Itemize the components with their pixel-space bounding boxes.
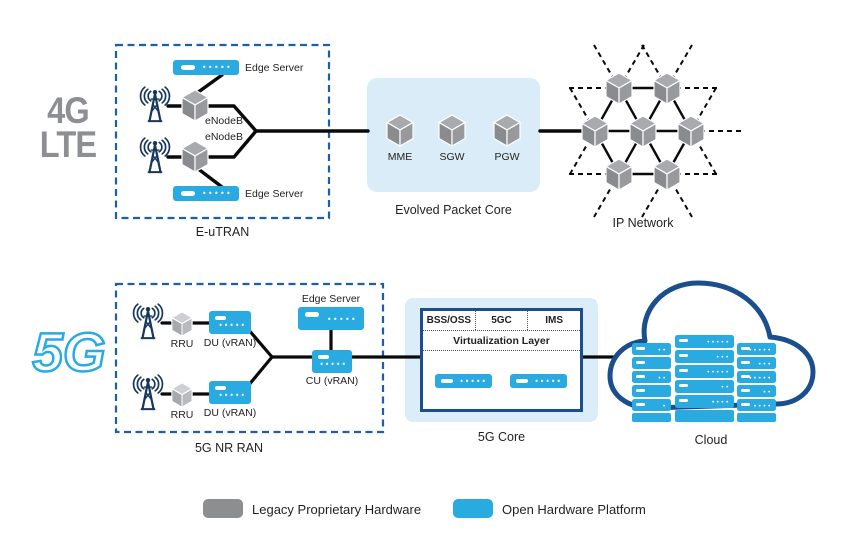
rack-unit bbox=[632, 399, 671, 411]
enodeb-label: eNodeB bbox=[205, 115, 243, 127]
ip-node-cube-icon bbox=[677, 115, 705, 148]
ims-cell: IMS bbox=[527, 311, 580, 330]
ip-network-label: IP Network bbox=[612, 216, 674, 230]
rru-label: RRU bbox=[170, 338, 194, 350]
open-hardware-legend-label: Open Hardware Platform bbox=[502, 502, 646, 517]
ip-node-cube-icon bbox=[653, 72, 681, 105]
server-dots bbox=[218, 322, 246, 330]
mme-label: MME bbox=[387, 151, 413, 163]
rack-base bbox=[675, 410, 734, 422]
rack-unit bbox=[632, 343, 671, 355]
cu-server-icon bbox=[312, 350, 352, 373]
edge-server-label: Edge Server bbox=[301, 293, 361, 305]
rru-cube-icon bbox=[171, 382, 193, 408]
core-server-icon bbox=[510, 374, 567, 388]
lte-title-line2: LTE bbox=[39, 124, 97, 166]
server-led-bar bbox=[215, 315, 226, 320]
cloud-rack-middle bbox=[675, 335, 734, 422]
server-led-bar bbox=[441, 379, 453, 383]
edge-server-icon bbox=[298, 307, 364, 330]
server-dots bbox=[202, 190, 232, 198]
server-dots bbox=[202, 64, 232, 72]
du-server-icon bbox=[209, 311, 251, 334]
lte-title-line1: 4G bbox=[47, 90, 90, 131]
rack-unit bbox=[737, 385, 776, 397]
ip-node-cube-icon bbox=[605, 158, 633, 191]
mme-cube-icon bbox=[386, 114, 414, 147]
nr-ran-label: 5G NR RAN bbox=[194, 441, 264, 455]
cell-tower-icon bbox=[132, 303, 164, 340]
rack-unit bbox=[737, 343, 776, 355]
rack-unit bbox=[632, 357, 671, 369]
virtualization-layer-row: Virtualization Layer bbox=[423, 331, 580, 351]
server-led-bar bbox=[516, 379, 528, 383]
server-dots bbox=[319, 361, 347, 369]
edge-server-icon bbox=[173, 186, 239, 201]
rru-label: RRU bbox=[170, 409, 194, 421]
cell-tower-icon bbox=[139, 86, 171, 123]
ip-node-cube-icon bbox=[581, 115, 609, 148]
rack-unit bbox=[737, 357, 776, 369]
ip-node-cube-icon bbox=[629, 115, 657, 148]
du-server-icon bbox=[209, 381, 251, 404]
cell-tower-icon bbox=[139, 137, 171, 174]
server-dots bbox=[534, 378, 562, 386]
lte-title: 4G LTE bbox=[28, 90, 109, 166]
rack-base bbox=[737, 413, 776, 422]
du-label: DU (vRAN) bbox=[203, 337, 257, 349]
cloud-rack-left bbox=[632, 343, 671, 422]
sgw-cube-icon bbox=[438, 114, 466, 147]
edge-server-icon bbox=[173, 60, 239, 75]
fiveg-core-stack: BSS/OSS 5GC IMS Virtualization Layer bbox=[420, 308, 583, 412]
ip-node-cube-icon bbox=[653, 158, 681, 191]
edge-server-label: Edge Server bbox=[245, 188, 304, 200]
enodeb-label: eNodeB bbox=[205, 131, 243, 143]
open-hardware-swatch bbox=[453, 499, 493, 518]
rack-unit bbox=[675, 365, 734, 378]
rack-unit bbox=[737, 371, 776, 383]
eutran-label: E-uTRAN bbox=[195, 225, 250, 239]
legacy-hardware-swatch bbox=[203, 499, 243, 518]
edge-server-label: Edge Server bbox=[245, 62, 304, 74]
bss-oss-cell: BSS/OSS bbox=[426, 315, 472, 326]
server-dots bbox=[459, 378, 487, 386]
core-server-icon bbox=[435, 374, 492, 388]
pgw-label: PGW bbox=[494, 151, 520, 163]
fivegc-cell: 5GC bbox=[474, 311, 528, 330]
server-dots bbox=[327, 316, 357, 324]
rack-unit bbox=[675, 335, 734, 348]
legacy-hardware-legend-label: Legacy Proprietary Hardware bbox=[252, 502, 422, 517]
server-led-bar bbox=[181, 65, 195, 70]
fiveg-core-label: 5G Core bbox=[477, 430, 526, 444]
cell-tower-icon bbox=[132, 374, 164, 411]
pgw-cube-icon bbox=[493, 114, 521, 147]
server-led-bar bbox=[305, 312, 319, 317]
enodeb-cube-icon bbox=[181, 140, 209, 173]
cu-label: CU (vRAN) bbox=[305, 375, 359, 387]
rack-unit bbox=[632, 385, 671, 397]
rack-unit bbox=[675, 395, 734, 408]
fiveg-title: 5G bbox=[31, 321, 107, 383]
ip-node-cube-icon bbox=[605, 72, 633, 105]
du-label: DU (vRAN) bbox=[203, 407, 257, 419]
rack-unit bbox=[737, 399, 776, 411]
server-led-bar bbox=[181, 191, 195, 196]
server-dots bbox=[218, 392, 246, 400]
rru-cube-icon bbox=[171, 311, 193, 337]
sgw-label: SGW bbox=[439, 151, 465, 163]
cloud-rack-right bbox=[737, 343, 776, 422]
core-app-row: BSS/OSS 5GC IMS bbox=[423, 311, 580, 331]
server-led-bar bbox=[215, 385, 226, 390]
rack-unit bbox=[632, 371, 671, 383]
server-led-bar bbox=[318, 354, 329, 359]
epc-label: Evolved Packet Core bbox=[395, 203, 512, 217]
rack-base bbox=[632, 413, 671, 422]
cloud-label: Cloud bbox=[694, 433, 728, 447]
rack-unit bbox=[675, 350, 734, 363]
rack-unit bbox=[675, 380, 734, 393]
